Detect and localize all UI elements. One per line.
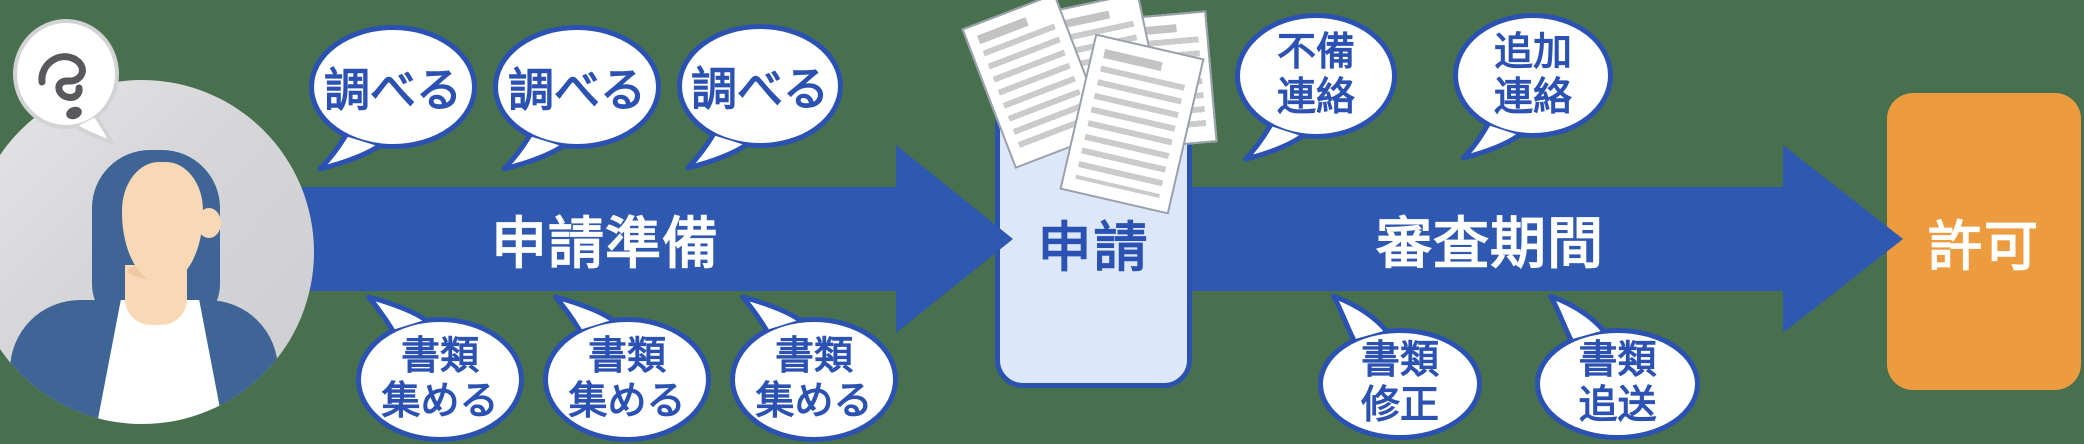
- avatar-face: [122, 162, 203, 283]
- preparation-arrow-shaft: [240, 187, 898, 291]
- speech-bubble-shape: [677, 24, 843, 171]
- speech-bubble-shape: [1535, 293, 1700, 440]
- bubble-text: 書類 集める: [381, 334, 499, 423]
- speech-bubble-shape: [1318, 293, 1482, 440]
- bubble-text: 不備 連絡: [1276, 31, 1355, 119]
- speech-bubble-collect-docs-1: 書類 集める: [355, 294, 525, 443]
- speech-bubble-research-1: 調べる: [308, 24, 478, 172]
- bubble-text: 書類 集める: [755, 334, 873, 423]
- document-text-lines: [1075, 65, 1186, 198]
- speech-bubble-shape: [493, 25, 661, 172]
- speech-bubble-shape: [543, 294, 711, 442]
- bubble-text: 書類 修正: [1360, 339, 1439, 427]
- speech-bubble-research-3: 調べる: [676, 23, 844, 171]
- bubble-text: 追加 連絡: [1493, 30, 1572, 119]
- thought-bubble: [12, 18, 120, 145]
- speech-bubble-shape: [356, 294, 524, 442]
- speech-bubble-deficiency-notice: 不備 連絡: [1234, 12, 1398, 162]
- stage-label-preparation: 申請準備: [491, 211, 719, 275]
- stage-label-approval: 許可: [1928, 217, 2040, 277]
- bubble-text: 調べる: [691, 63, 829, 115]
- confusion-scribble-icon: [38, 53, 86, 120]
- bubble-text: 調べる: [508, 64, 646, 116]
- stage-label-application: 申請: [1037, 218, 1150, 278]
- speech-bubble-shape: [1453, 13, 1613, 161]
- thinking-woman-avatar: [0, 80, 314, 424]
- bubble-text: 調べる: [324, 64, 462, 116]
- review-arrow-shaft: [1190, 187, 1784, 291]
- speech-bubble-collect-docs-3: 書類 集める: [729, 294, 899, 443]
- speech-bubble-additional-notice: 追加 連絡: [1452, 12, 1614, 161]
- approval-box: 許可: [1887, 93, 2081, 390]
- bubble-text: 書類 追送: [1578, 339, 1657, 427]
- speech-bubble-shape: [1235, 13, 1397, 162]
- document-heading-bar: [1061, 10, 1111, 29]
- speech-bubble-shape: [309, 25, 477, 172]
- review-arrowhead-icon: [1783, 145, 1903, 333]
- stage-label-review: 審査期間: [1376, 211, 1604, 275]
- avatar-ear: [197, 208, 221, 238]
- speech-bubble-forward-docs: 書類 追送: [1534, 293, 1701, 441]
- speech-bubble-research-2: 調べる: [492, 24, 662, 172]
- speech-bubble-shape: [13, 19, 119, 145]
- speech-bubble-shape: [730, 294, 898, 442]
- bubble-text: 書類 集める: [568, 334, 686, 423]
- speech-bubble-collect-docs-2: 書類 集める: [542, 294, 712, 443]
- speech-bubble-fix-docs: 書類 修正: [1317, 293, 1483, 441]
